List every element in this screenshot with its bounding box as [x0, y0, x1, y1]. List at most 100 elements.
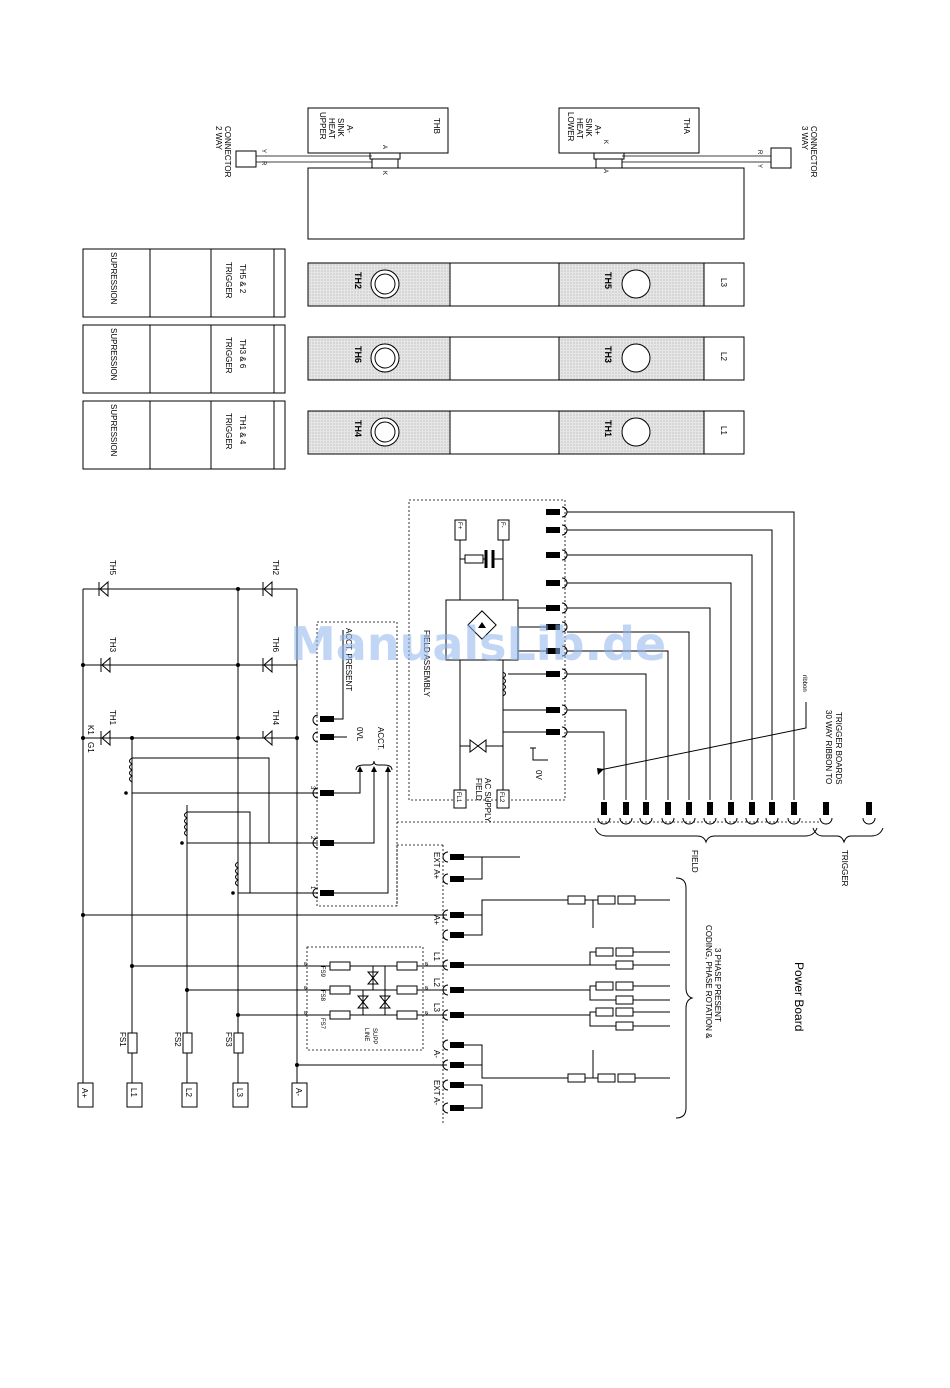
zero-v-label: 0V — [534, 770, 543, 780]
thyristor-th4-symbol — [262, 729, 273, 747]
three-way-y: Y — [756, 164, 762, 168]
ribbon-label: ribbon — [801, 675, 807, 692]
module-outer — [82, 400, 286, 470]
bus-ext-a-minus: EXT A- — [432, 1080, 441, 1106]
th6-label: TH6 — [271, 637, 280, 653]
terminal-a-minus-label: A- — [294, 1088, 303, 1096]
module-right-label: TH5 — [603, 272, 613, 289]
ct-coil-1 — [129, 757, 133, 783]
module-outer — [82, 324, 286, 394]
field-assembly: FIELD ASSEMBLY F+ F- FL1 FL2 FIELD AC SU… — [408, 499, 568, 823]
acct-pin-3: 3 — [309, 786, 315, 790]
coding-resistor — [615, 960, 634, 970]
ribbon-connector-pins — [597, 802, 876, 825]
coding-resistor — [595, 1007, 614, 1017]
th4-label: TH4 — [271, 710, 280, 726]
bus-a-minus: A- — [432, 1050, 441, 1058]
module-outer — [82, 248, 286, 318]
upper-heat-sink-label-4: A- — [345, 125, 354, 133]
terminal-l1-label: L1 — [129, 1088, 138, 1097]
fl2-label: FL2 — [498, 792, 504, 803]
field-assembly-label: FIELD ASSEMBLY — [422, 630, 431, 698]
two-way-label-1: 2 WAY — [214, 126, 223, 151]
lower-heat-sink-label-2: HEAT — [575, 118, 584, 139]
ovl-label: 0VL — [355, 727, 364, 742]
coding-resistor — [615, 947, 634, 957]
fuse-fs3 — [233, 1032, 244, 1054]
coding-resistor — [597, 895, 616, 905]
thyristor-bridge: TH5 TH2 TH3 TH6 TH1 TH4 G1 K1 — [81, 560, 318, 1083]
lower-heat-sink — [558, 107, 700, 154]
module-right-label: TH1 — [603, 420, 613, 437]
three-way-label-2: CONNECTOR — [809, 126, 818, 178]
bus-connector-pins — [442, 851, 464, 1114]
ct-coil-3 — [235, 861, 239, 887]
three-way-connector — [770, 147, 792, 169]
coding-resistor — [567, 895, 586, 905]
module-left-label: TH6 — [353, 346, 363, 363]
field-ribbon-routing: FIELD TRIGGER 30 WAY RIBBON TO TRIGGER B… — [397, 511, 884, 887]
suppression-label: SUPRESSION — [109, 404, 118, 457]
bus-l3: L3 — [432, 1003, 441, 1012]
terminal-a-plus-label: A+ — [80, 1088, 89, 1098]
coding-resistor — [615, 1021, 634, 1031]
bus-ext-a-plus: EXT A+ — [432, 852, 441, 880]
upper-heat-sink-label-3: SINK — [336, 118, 345, 137]
field-resistor — [464, 554, 484, 564]
module-right-label: TH3 — [603, 346, 613, 363]
acct-present-label: ACCT. PRESENT — [344, 628, 353, 691]
ribbon-leader — [599, 702, 807, 771]
line-resistor — [396, 1010, 418, 1020]
terminal-l2 — [181, 1082, 198, 1108]
line-bus: FS9 FS8 FS7 LINE SUPP ⌀ ⌀ ⌀ ⌀ ⌀ ⌀ FS1 FS… — [77, 844, 722, 1125]
fuse-fs8 — [329, 985, 351, 995]
upper-stud-a: A — [381, 145, 387, 149]
lower-heat-sink-code: THA — [682, 118, 691, 135]
ct-coil-2 — [184, 811, 188, 837]
terminal-l3-label: L3 — [235, 1088, 244, 1097]
suppression-label: SUPRESSION — [109, 328, 118, 381]
field-brace-label: FIELD — [690, 850, 699, 873]
acct-label: ACCT. — [376, 727, 385, 750]
thyristor-stud — [621, 417, 651, 447]
suppression-label: SUPRESSION — [109, 252, 118, 305]
trigger-sub-label: TH5 & 2 — [238, 264, 247, 294]
thyristor-th5-symbol — [98, 580, 109, 598]
trigger-label: TRIGGER — [224, 337, 233, 374]
coding-resistor — [615, 1007, 634, 1017]
thyristor-stud — [621, 343, 651, 373]
upper-stud — [369, 152, 401, 160]
module-left-label: TH4 — [353, 420, 363, 437]
thyristor-stud — [621, 269, 651, 299]
line-resistor — [396, 961, 418, 971]
line-node: ⌀ — [302, 986, 308, 990]
fuse-fs1 — [127, 1032, 138, 1054]
thyristor-module-l2: SUPRESSION TRIGGER TH3 & 6 TH6 TH3 L2 — [82, 324, 745, 394]
module-phase-label: L3 — [719, 278, 728, 287]
trigger-label: TRIGGER — [224, 262, 233, 299]
bus-a-plus: A+ — [432, 915, 441, 925]
two-way-connector — [235, 150, 257, 168]
field-coil — [502, 671, 506, 697]
two-way-label-2: CONNECTOR — [223, 126, 232, 178]
lower-stud-k: K — [602, 140, 608, 144]
lower-stud-a: A — [602, 169, 608, 173]
field-supply-label-1: FIELD — [474, 778, 483, 801]
fuse-fs7 — [329, 1010, 351, 1020]
upper-heat-sink-label-2: HEAT — [327, 118, 336, 139]
th3-label: TH3 — [108, 637, 117, 653]
module-left-label: TH2 — [353, 272, 363, 289]
module-phase-label: L2 — [719, 352, 728, 361]
module-phase-label: L1 — [719, 426, 728, 435]
fs2-label: FS2 — [173, 1032, 182, 1047]
acct-pin-2: 2 — [309, 836, 315, 840]
bus-l1: L1 — [432, 952, 441, 961]
field-connector-pins — [546, 506, 568, 738]
upper-stud-k: K — [381, 171, 387, 175]
acct-brace — [355, 760, 393, 771]
lower-heat-sink-label-3: SINK — [584, 118, 593, 137]
line-node: ⌀ — [423, 986, 429, 990]
acct-box: ACCT. PRESENT 0VL ACCT. 3 2 1 — [309, 621, 398, 907]
coding-resistor — [597, 1073, 616, 1083]
